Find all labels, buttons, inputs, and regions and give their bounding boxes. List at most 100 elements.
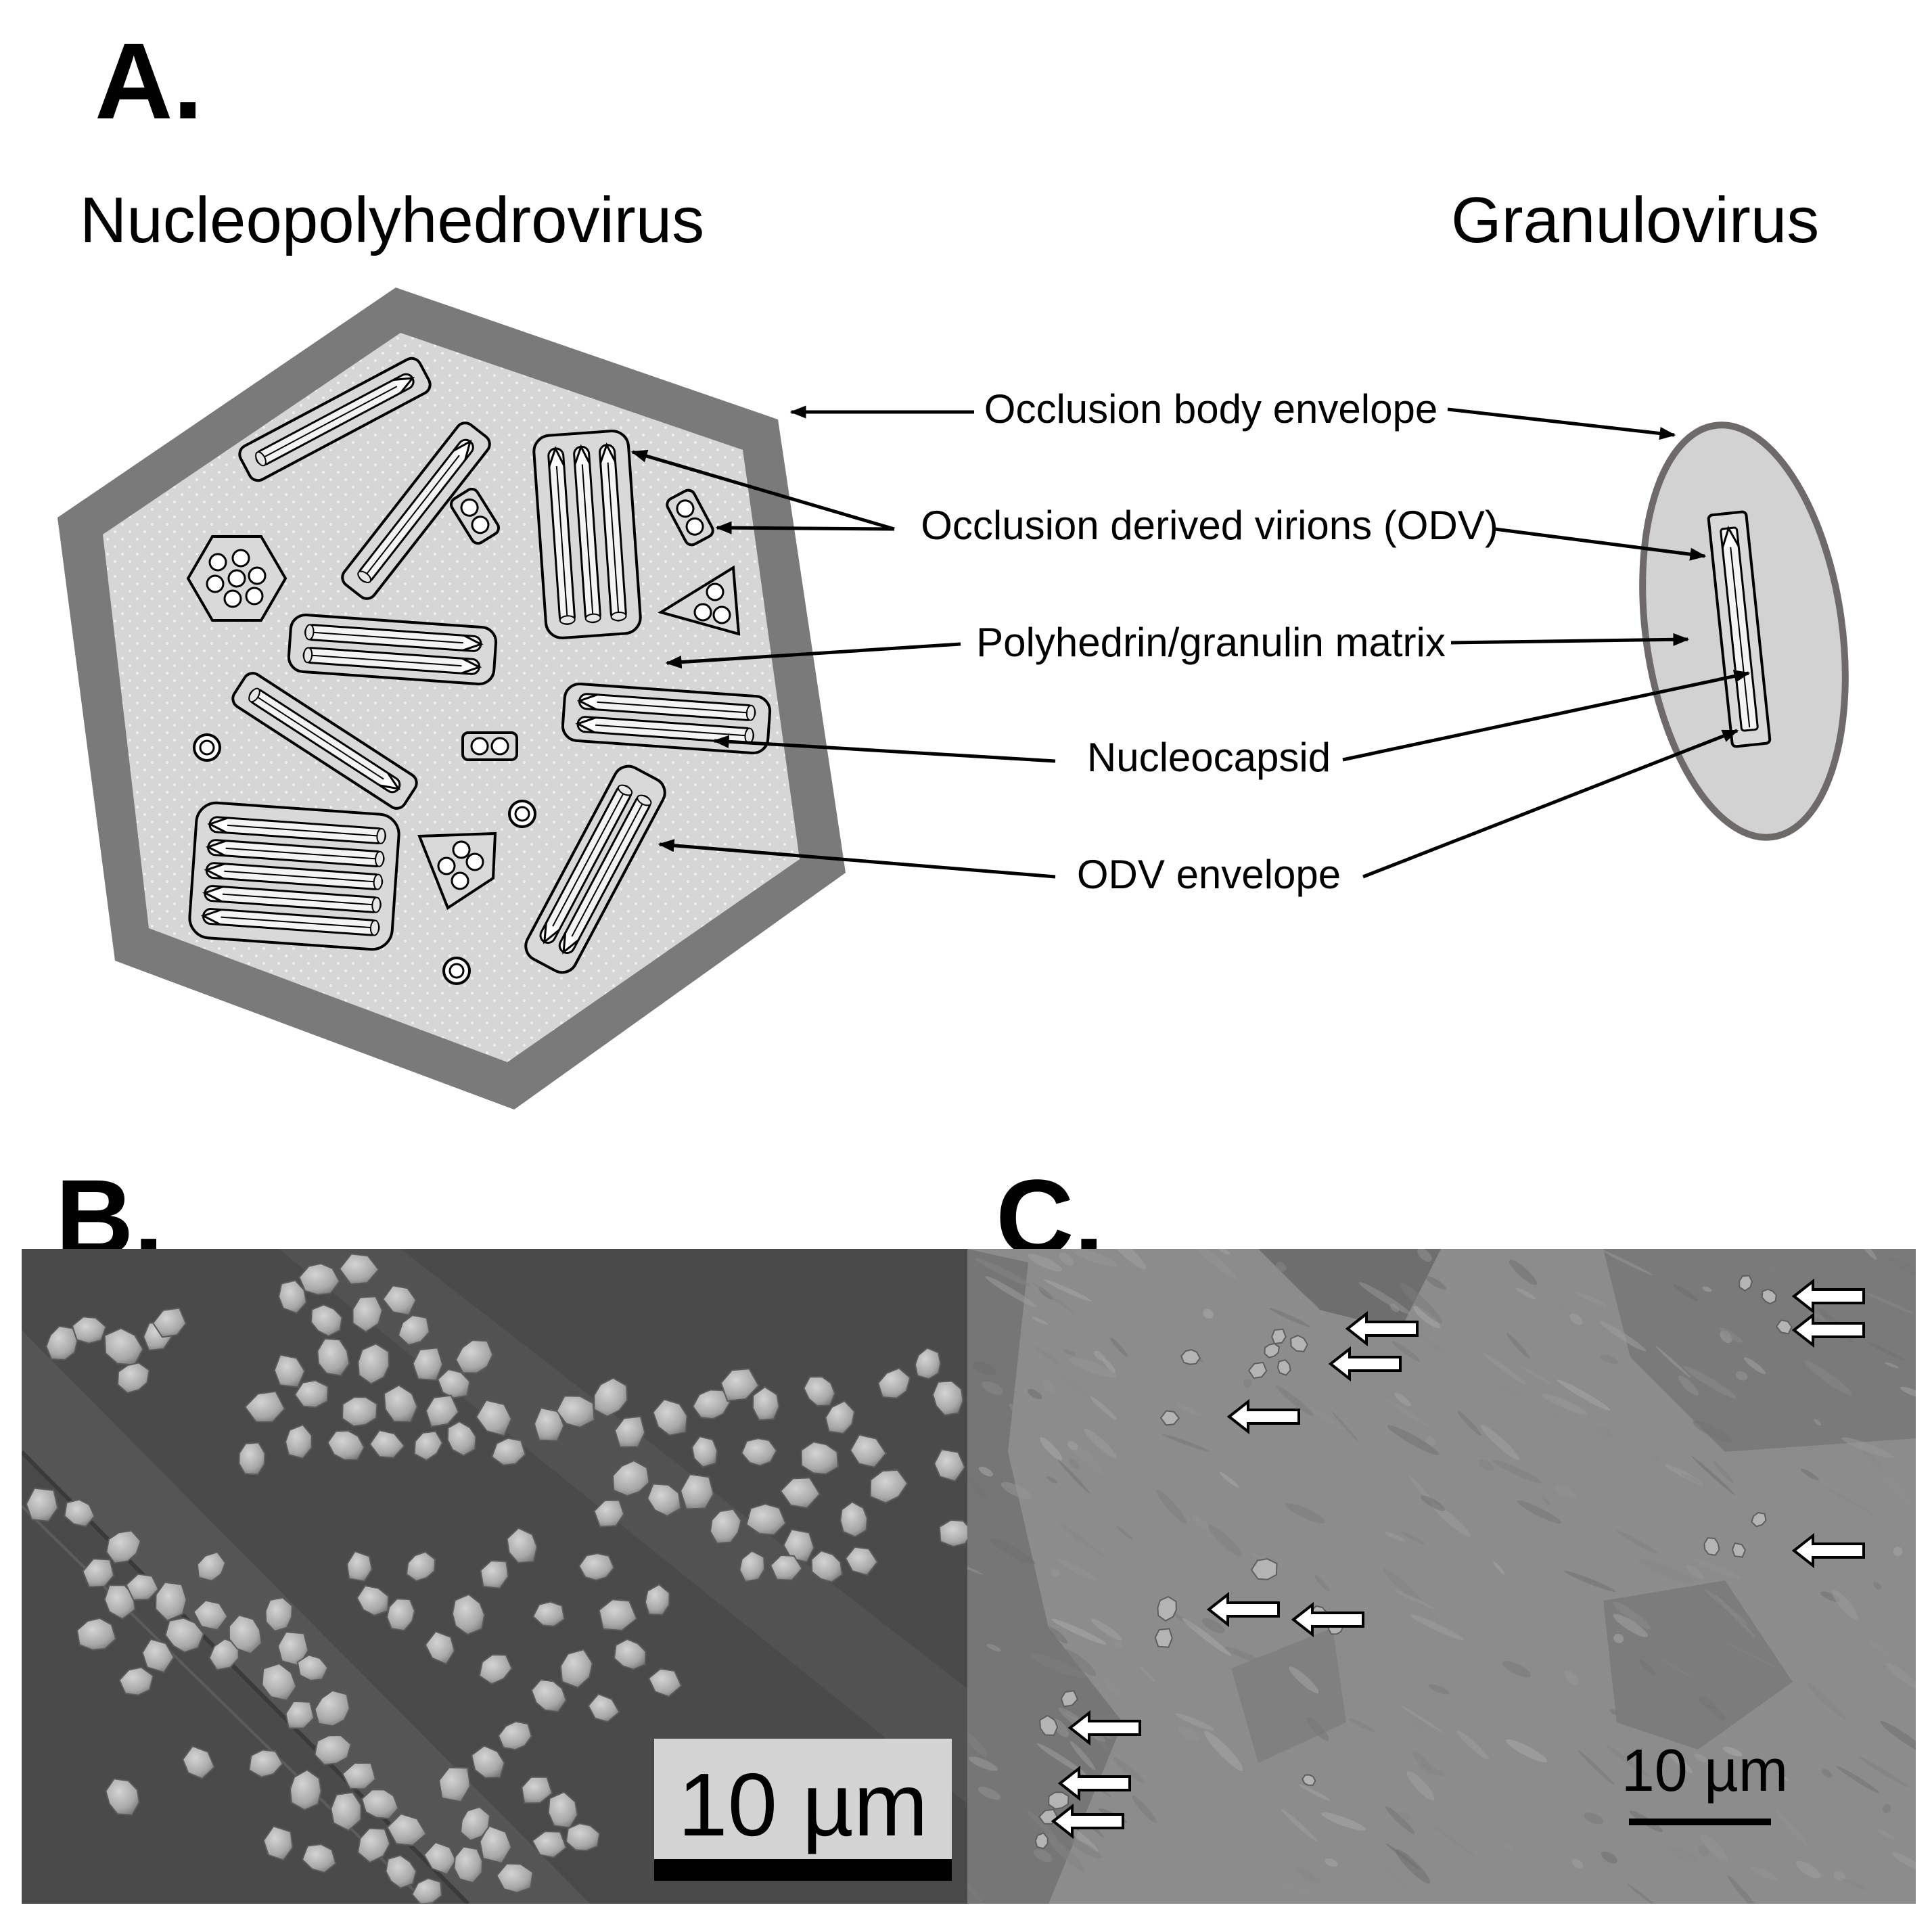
sem-b-particle [152, 1307, 187, 1338]
sem-c-texture-mark [1275, 1262, 1287, 1272]
scale-bar-b-box: 10 µm [654, 1739, 952, 1881]
sem-b-particle [803, 1376, 836, 1407]
sem-b-particle [164, 1617, 205, 1653]
sem-c-texture-mark [1492, 1459, 1542, 1484]
sem-c-texture-mark [1036, 1743, 1086, 1775]
sem-b-particle [840, 1501, 868, 1538]
sem-b-particle [877, 1367, 911, 1399]
sem-c-texture-mark [1702, 1286, 1712, 1292]
sem-c-particle [1739, 1275, 1753, 1292]
sem-c-texture-mark [1195, 1249, 1237, 1279]
sem-c-texture-mark [1546, 1297, 1572, 1314]
sem-c-texture-mark [968, 1756, 998, 1771]
leader-lines [630, 405, 1751, 879]
sem-b-particle [869, 1469, 908, 1504]
sem-c-texture-mark [1406, 1770, 1435, 1801]
sem-c-texture-mark [1736, 1371, 1748, 1381]
sem-b-particle [471, 1745, 505, 1779]
sem-c-particle [1751, 1511, 1767, 1528]
sem-c-texture-mark [1385, 1806, 1415, 1835]
sem-b-particle [261, 1662, 298, 1701]
sem-c-texture-mark [1057, 1459, 1090, 1494]
sem-c-texture-mark [1400, 1283, 1442, 1324]
sem-c-texture-mark [1070, 1839, 1102, 1859]
sem-c-texture-mark [1879, 1472, 1913, 1507]
sem-b-particle [310, 1304, 343, 1338]
sem-b-particle [770, 1554, 803, 1581]
sem-b-particle [451, 1593, 486, 1636]
virion-bundle-diagonal [524, 764, 666, 974]
sem-c-texture-mark [1693, 1753, 1708, 1763]
sem-c-texture-mark [1626, 1883, 1657, 1904]
sem-c-texture-mark [1272, 1878, 1321, 1900]
sem-c-texture-mark [1425, 1276, 1446, 1290]
sem-b-particle [438, 1766, 472, 1803]
sem-c-particle [1250, 1558, 1278, 1580]
sem-b-particle [76, 1617, 117, 1651]
sem-c-texture-mark [1503, 1844, 1513, 1850]
sem-c-texture-mark [1605, 1744, 1651, 1778]
sem-c-texture-mark [1885, 1662, 1916, 1689]
sem-c-texture-mark [1686, 1565, 1704, 1579]
scale-bar-b-line [654, 1859, 952, 1881]
sem-b-particle [238, 1442, 266, 1476]
sem-c-texture-mark [1426, 1612, 1439, 1621]
sem-c-texture-mark [1191, 1514, 1211, 1532]
sem-c-texture-mark [1041, 1535, 1067, 1549]
sem-c-texture-mark [1103, 1358, 1116, 1373]
sem-c-texture-mark [1117, 1526, 1133, 1540]
sem-b-particle [397, 1315, 430, 1346]
sem-c-texture-mark [1868, 1342, 1904, 1361]
virion-single-3 [231, 672, 418, 810]
sem-c-texture-mark [1887, 1256, 1916, 1281]
sem-c-texture-mark [1616, 1530, 1658, 1554]
sem-c-texture-mark [1069, 1458, 1080, 1469]
sem-c-texture-mark [1600, 1321, 1647, 1352]
sem-c-texture-mark [1321, 1812, 1366, 1831]
sem-c-texture-mark [1429, 1684, 1450, 1695]
sem-c-texture-mark [1517, 1500, 1562, 1524]
sem-c-texture-mark [1528, 1568, 1542, 1578]
sem-b-particle [741, 1438, 778, 1467]
sem-b-particle [825, 1400, 856, 1435]
sem-b-particle [692, 1389, 731, 1420]
virion-bundle-double-1 [287, 613, 498, 686]
sem-c-texture-mark [1392, 1341, 1421, 1362]
sem-c-texture-mark [1033, 1849, 1053, 1862]
sem-b-particle [565, 1823, 601, 1852]
sem-c-texture-mark [1841, 1437, 1894, 1459]
sem-b-particle [71, 1316, 107, 1344]
sem-c-texture-mark [1068, 1357, 1117, 1377]
sem-c-texture-mark [1295, 1868, 1321, 1884]
sem-c-texture-mark [1410, 1714, 1427, 1733]
sem-b-particle [496, 1862, 534, 1894]
sem-b-particle [914, 1347, 942, 1380]
sem-b-particle [412, 1347, 444, 1381]
sem-b-particle [382, 1285, 417, 1316]
sem-c-texture-mark [1457, 1411, 1481, 1436]
sem-c-texture-mark [1421, 1495, 1446, 1511]
sem-c-texture-mark [1667, 1846, 1698, 1862]
sem-b-particle [810, 1550, 844, 1583]
sem-b-particle [647, 1483, 682, 1517]
sem-c-texture-mark [1204, 1731, 1243, 1771]
sem-b-particle [294, 1379, 329, 1409]
sem-c-texture-mark [1400, 1706, 1444, 1733]
sem-c-texture-mark [1417, 1249, 1432, 1262]
sem-c-texture-mark [1429, 1823, 1479, 1860]
sem-c-texture-mark [1105, 1249, 1147, 1270]
sem-c-texture-mark [1325, 1858, 1338, 1867]
sem-b-particle [709, 1508, 742, 1545]
sem-c-texture-mark [1044, 1833, 1085, 1872]
virion-cross-section-single-3 [442, 957, 471, 985]
sem-c-texture-mark [1858, 1756, 1909, 1787]
sem-b-particle [383, 1384, 418, 1423]
sem-b-particle [612, 1459, 650, 1497]
virion-cross-section-pair-1 [449, 487, 501, 545]
sem-c-texture-mark [1046, 1626, 1068, 1644]
sem-c-particle [1039, 1714, 1059, 1736]
sem-c-texture-mark [1312, 1409, 1336, 1424]
sem-b-particle [116, 1362, 150, 1394]
sem-c-particle [1180, 1349, 1201, 1365]
sem-b-particle [182, 1745, 216, 1780]
